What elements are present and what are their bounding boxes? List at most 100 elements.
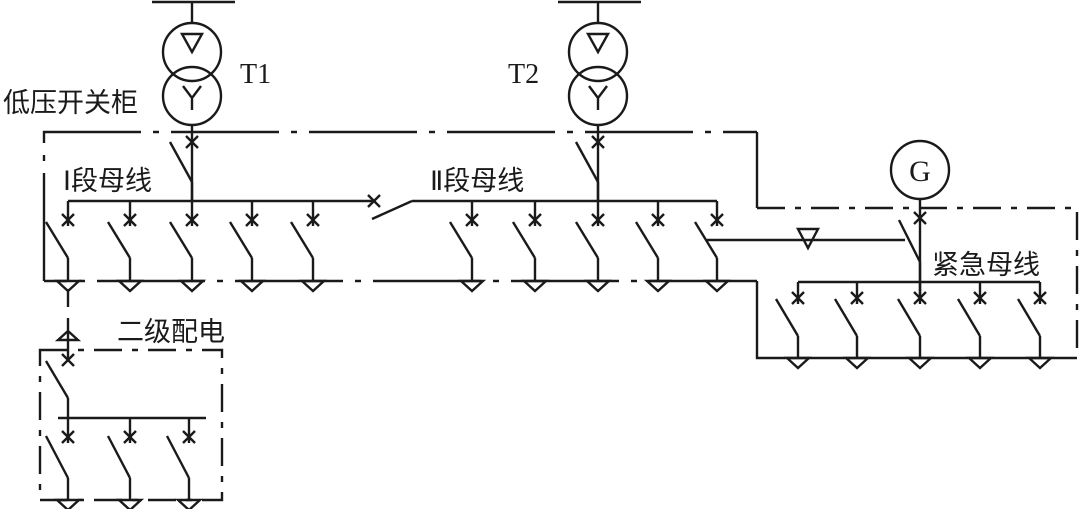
bus1-feeder-2 bbox=[106, 201, 145, 293]
bus2-feeder-1 bbox=[448, 201, 487, 293]
emergency-feeder-2 bbox=[833, 282, 872, 370]
t2-incomer bbox=[574, 135, 605, 201]
breaker-x-icon bbox=[123, 213, 137, 227]
t2-primary-winding bbox=[567, 21, 629, 83]
outlet-triangle-icon bbox=[457, 279, 487, 293]
emergency-feeder-3 bbox=[896, 282, 935, 370]
secondary-feeder-3 bbox=[165, 418, 204, 509]
outlet-triangle-icon bbox=[177, 279, 207, 293]
emergency-feeder-4 bbox=[956, 282, 995, 370]
t1-label: T1 bbox=[240, 59, 271, 90]
disconnect-switch bbox=[574, 221, 600, 259]
t1-primary-winding bbox=[161, 21, 223, 83]
triangle-marker-icon bbox=[796, 227, 820, 251]
incomer-switch bbox=[168, 141, 194, 183]
disconnect-switch bbox=[634, 221, 660, 259]
outlet-triangle-icon bbox=[115, 498, 145, 509]
breaker-x-icon bbox=[528, 213, 542, 227]
emergency-feeder-5 bbox=[1016, 282, 1055, 370]
outlet-triangle-icon bbox=[298, 279, 328, 293]
disconnect-switch bbox=[44, 221, 70, 259]
disconnect-switch bbox=[228, 221, 254, 259]
breaker-x-icon bbox=[367, 194, 381, 208]
disconnect-switch bbox=[693, 221, 719, 259]
outlet-triangle-icon bbox=[702, 279, 732, 293]
incomer-switch bbox=[44, 360, 70, 399]
disconnect-switch bbox=[956, 298, 982, 337]
t2-label: T2 bbox=[508, 59, 539, 90]
bus2-feeder-4 bbox=[634, 201, 673, 293]
emergency-transfer-switch bbox=[897, 219, 922, 263]
breaker-x-icon bbox=[61, 430, 75, 444]
bus2-feeder-3 bbox=[574, 201, 613, 293]
disconnect-switch bbox=[1016, 298, 1042, 337]
emergency-feeder-1 bbox=[774, 282, 813, 370]
disconnect-switch bbox=[896, 298, 922, 337]
breaker-x-icon bbox=[973, 291, 987, 305]
outlet-triangle-icon bbox=[842, 356, 872, 370]
delta-icon bbox=[585, 32, 611, 55]
disconnect-switch bbox=[289, 221, 315, 259]
transformer-t2 bbox=[558, 0, 641, 201]
disconnect-switch bbox=[833, 298, 859, 337]
breaker-x-icon bbox=[61, 213, 75, 227]
bus2-feeder-2 bbox=[511, 201, 550, 293]
breaker-x-icon bbox=[791, 291, 805, 305]
disconnect-switch bbox=[106, 435, 132, 479]
outlet-triangle-icon bbox=[583, 279, 613, 293]
transformer-t1 bbox=[152, 0, 235, 201]
bus1-feeder-4 bbox=[228, 201, 267, 293]
feeder-circuits bbox=[44, 135, 1055, 509]
secondary-incomer bbox=[44, 353, 75, 418]
disconnect-switch bbox=[168, 221, 194, 259]
delta-icon bbox=[179, 32, 205, 55]
disconnect-switch bbox=[448, 221, 474, 259]
t1-incomer bbox=[168, 135, 199, 201]
wye-icon bbox=[588, 85, 608, 110]
breaker-x-icon bbox=[710, 213, 724, 227]
secondary-feeder-1 bbox=[44, 418, 83, 509]
secondary-distribution-enclosure bbox=[38, 348, 224, 502]
outlet-triangle-icon bbox=[115, 279, 145, 293]
disconnect-switch bbox=[44, 435, 70, 479]
breaker-x-icon bbox=[913, 211, 927, 225]
breaker-x-icon bbox=[591, 213, 605, 227]
bus-tie-switch bbox=[371, 199, 413, 221]
breaker-x-icon bbox=[306, 213, 320, 227]
emergency-tie bbox=[707, 219, 922, 263]
outlet-triangle-icon bbox=[237, 279, 267, 293]
bus2-feeder-5 bbox=[693, 201, 732, 293]
breaker-x-icon bbox=[245, 213, 259, 227]
bus-section-1-label: Ⅰ段母线 bbox=[63, 166, 152, 197]
disconnect-switch bbox=[511, 221, 537, 259]
generator-label: G bbox=[909, 155, 931, 188]
outlet-triangle-icon bbox=[520, 279, 550, 293]
disconnect-switch bbox=[774, 298, 800, 337]
breaker-x-icon bbox=[1033, 291, 1047, 305]
breaker-x-icon bbox=[651, 213, 665, 227]
breaker-x-icon bbox=[185, 213, 199, 227]
outlet-triangle-icon bbox=[174, 498, 204, 509]
breaker-x-icon bbox=[61, 353, 75, 367]
outlet-triangle-icon bbox=[53, 498, 83, 509]
bus-tie-breaker bbox=[367, 194, 413, 221]
secondary-feeder-2 bbox=[106, 418, 145, 509]
low-voltage-cabinet-label: 低压开关柜 bbox=[3, 88, 138, 119]
breaker-x-icon bbox=[123, 430, 137, 444]
breaker-x-icon bbox=[850, 291, 864, 305]
outlet-triangle-icon bbox=[783, 356, 813, 370]
bus-section-2-label: Ⅱ段母线 bbox=[430, 166, 524, 197]
secondary-distribution-label: 二级配电 bbox=[117, 317, 225, 348]
bus1-feeder-1 bbox=[44, 201, 83, 293]
outlet-triangle-icon bbox=[643, 279, 673, 293]
wye-icon bbox=[182, 85, 202, 110]
breaker-x-icon bbox=[185, 135, 199, 149]
disconnect-switch bbox=[165, 435, 191, 479]
bus1-feeder-5 bbox=[289, 201, 328, 293]
breaker-x-icon bbox=[182, 430, 196, 444]
disconnect-switch bbox=[106, 221, 132, 259]
breaker-x-icon bbox=[465, 213, 479, 227]
outlet-triangle-icon bbox=[53, 279, 83, 293]
outlet-triangle-icon bbox=[965, 356, 995, 370]
